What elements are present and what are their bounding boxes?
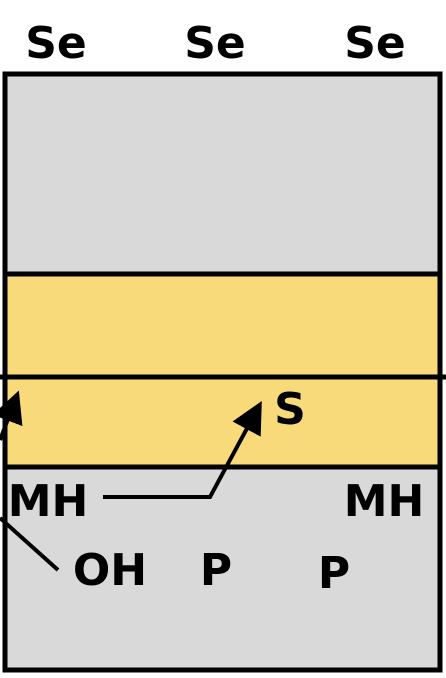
label-p-left: P [200, 545, 232, 596]
yellow-band-upper [5, 274, 440, 377]
top-label-se-3: Se [344, 18, 406, 69]
label-oh: OH [73, 545, 147, 596]
yellow-band-lower [5, 377, 440, 467]
top-label-se-1: Se [25, 18, 87, 69]
label-p-right: P [318, 548, 350, 599]
left-edge-arrow [0, 390, 23, 441]
s-leader-line [103, 400, 262, 499]
label-mh-left: MH [8, 476, 89, 527]
label-s: S [274, 384, 306, 435]
outer-frame-outline [2, 71, 443, 673]
oh-leader-line [0, 516, 60, 572]
top-label-se-2: Se [184, 18, 246, 69]
label-mh-right: MH [344, 476, 425, 527]
